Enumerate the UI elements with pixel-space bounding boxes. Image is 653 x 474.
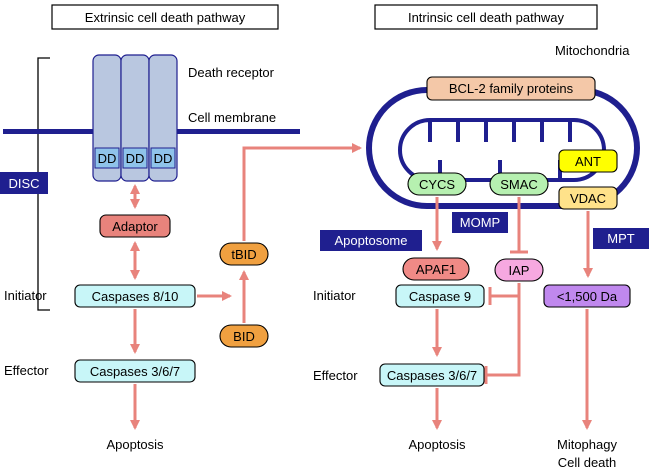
cycs-label: CYCS — [419, 177, 455, 192]
momp-badge — [452, 212, 508, 233]
apoptosome-label: Apoptosome — [335, 233, 408, 248]
mitophagy-label: Mitophagy — [557, 437, 617, 452]
bcl2-label: BCL-2 family proteins — [449, 81, 574, 96]
death-receptor — [92, 54, 178, 182]
extrinsic-caspases-3-6-7-label: Caspases 3/6/7 — [90, 364, 180, 379]
extrinsic-title-box — [51, 4, 279, 30]
dd-label-3: DD — [154, 151, 173, 166]
small-molecules-box — [543, 284, 631, 308]
small-molecules-label: <1,500 Da — [557, 289, 618, 304]
caspase-9-label: Caspase 9 — [409, 289, 471, 304]
extrinsic-caspases-3-6-7-box — [74, 359, 196, 383]
bid-box — [219, 324, 269, 348]
caspases-8-10-box — [74, 284, 196, 308]
vdac-box — [558, 186, 618, 210]
death-receptor-label: Death receptor — [188, 65, 275, 80]
dd-label-2: DD — [126, 151, 145, 166]
apaf1-box — [402, 257, 470, 281]
tbid-label: tBID — [231, 247, 256, 262]
dd-label-1: DD — [98, 151, 117, 166]
caspase-9-box — [395, 284, 485, 308]
vdac-label: VDAC — [570, 191, 606, 206]
momp-label: MOMP — [460, 215, 500, 230]
iap-label: IAP — [509, 263, 530, 278]
intrinsic-caspases-3-6-7-label: Caspases 3/6/7 — [387, 368, 477, 383]
tbid-box — [219, 242, 269, 266]
mpt-badge — [593, 228, 649, 249]
intrinsic-initiator-label: Initiator — [313, 288, 356, 303]
adaptor-label: Adaptor — [112, 219, 158, 234]
smac-label: SMAC — [500, 177, 538, 192]
smac-box — [489, 172, 549, 196]
extrinsic-apoptosis-label: Apoptosis — [106, 437, 164, 452]
iap-box — [494, 258, 544, 282]
intrinsic-effector-label: Effector — [313, 368, 358, 383]
apaf1-label: APAF1 — [416, 262, 456, 277]
extrinsic-title: Extrinsic cell death pathway — [85, 10, 246, 25]
extrinsic-initiator-label: Initiator — [4, 288, 47, 303]
adaptor-box — [99, 214, 171, 238]
cell-death-label: Cell death — [558, 455, 617, 470]
mpt-label: MPT — [607, 231, 635, 246]
mitochondria-label: Mitochondria — [555, 43, 630, 58]
cell-membrane-label: Cell membrane — [188, 110, 276, 125]
intrinsic-title-box — [374, 4, 598, 30]
disc-badge — [0, 172, 48, 194]
arrow-tbid-mitochondria — [242, 143, 362, 241]
cycs-box — [407, 172, 467, 196]
caspases-8-10-label: Caspases 8/10 — [92, 289, 179, 304]
inhibit-iap-caspase367 — [486, 283, 521, 377]
ant-label: ANT — [575, 154, 601, 169]
intrinsic-title: Intrinsic cell death pathway — [408, 10, 565, 25]
bid-label: BID — [233, 329, 255, 344]
intrinsic-apoptosis-label: Apoptosis — [408, 437, 466, 452]
extrinsic-effector-label: Effector — [4, 363, 49, 378]
apoptosome-badge — [320, 230, 422, 251]
ant-box — [558, 149, 618, 173]
bcl2-box — [426, 76, 596, 101]
disc-label: DISC — [8, 176, 39, 191]
intrinsic-caspases-3-6-7-box — [379, 363, 485, 387]
